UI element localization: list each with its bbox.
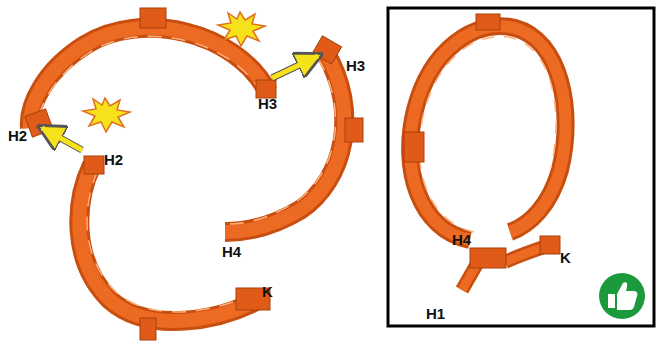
- part-label: H2: [8, 128, 27, 143]
- join-arrow: [272, 56, 318, 78]
- join-arrow: [42, 128, 82, 150]
- join-arrow: [42, 128, 82, 150]
- track-piece: [79, 156, 270, 340]
- thumbs-up-icon: [599, 273, 645, 319]
- click-burst: [218, 12, 265, 46]
- part-label: H3: [258, 96, 277, 111]
- track-piece: [225, 36, 363, 232]
- part-label: H1: [426, 306, 445, 321]
- part-label: H3: [346, 58, 365, 73]
- part-label: H4: [222, 244, 241, 259]
- join-arrow: [272, 56, 318, 78]
- click-burst: [83, 98, 130, 132]
- track-piece: [25, 8, 276, 137]
- result-panel: [388, 8, 654, 326]
- part-label: H2: [104, 152, 123, 167]
- part-label: K: [560, 250, 571, 265]
- part-label: K: [262, 284, 273, 299]
- assembled-loop: [404, 14, 566, 290]
- part-label: H4: [452, 232, 471, 247]
